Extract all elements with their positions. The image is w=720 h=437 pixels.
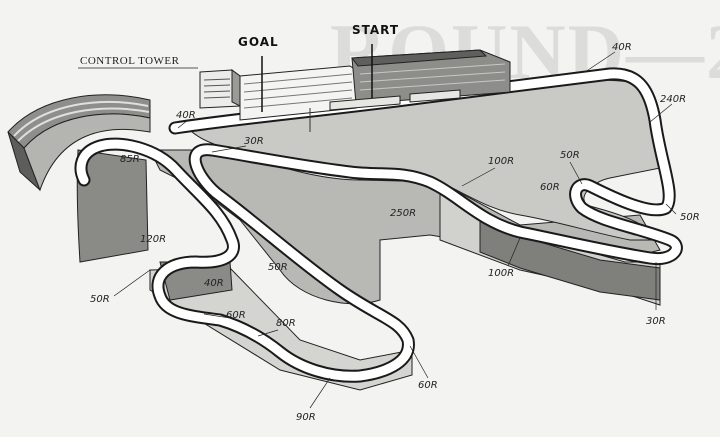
corner-labels: 40R 240R 50R 60R 50R 30R 100R 100R 250R … [90, 42, 700, 423]
corner-50r-right: 50R [680, 212, 700, 223]
corner-60r-bottom: 60R [418, 380, 438, 391]
corner-80r: 80R [276, 318, 296, 329]
corner-60r-lower: 60R [226, 310, 246, 321]
track-ribbon [74, 67, 683, 383]
goal-label: GOAL [238, 35, 279, 49]
corner-30r-right: 30R [646, 316, 666, 327]
corner-120r: 120R [140, 234, 166, 245]
corner-85r: 85R [120, 154, 140, 165]
track-walls [76, 149, 661, 391]
corner-50r-hairpin: 50R [560, 150, 580, 161]
corner-50r-center: 50R [268, 262, 288, 273]
corner-90r: 90R [296, 412, 316, 423]
control-tower-label: CONTROL TOWER [80, 55, 180, 67]
corner-leaders [113, 51, 677, 409]
corner-40r-left: 40R [176, 110, 196, 121]
corner-40r-top-right: 40R [612, 42, 632, 53]
corner-60r-hairpin: 60R [540, 182, 560, 193]
start-label: START [352, 23, 399, 37]
pit-buildings [199, 44, 511, 132]
corner-250r: 250R [390, 208, 416, 219]
corner-240r: 240R [660, 94, 686, 105]
grandstand-left [7, 94, 151, 192]
corner-50r-left: 50R [90, 294, 110, 305]
corner-100r-upper: 100R [488, 156, 514, 167]
corner-100r-lower: 100R [488, 268, 514, 279]
corner-40r-lower: 40R [204, 278, 224, 289]
corner-30r-center: 30R [244, 136, 264, 147]
